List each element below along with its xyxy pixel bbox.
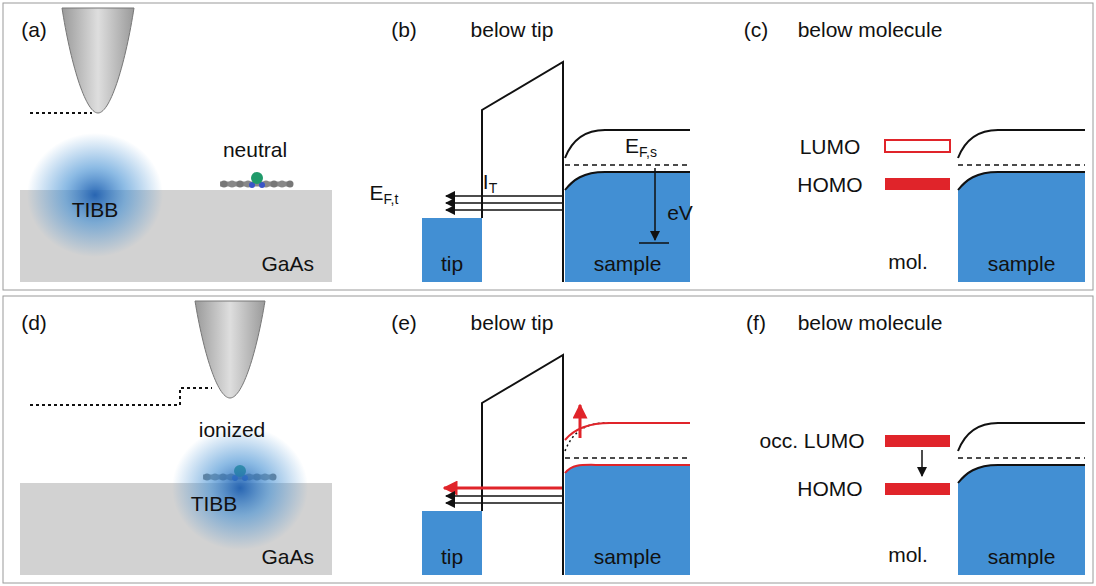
increased-current-arrow <box>444 487 562 490</box>
potential-level <box>30 112 92 114</box>
old-conduction-band <box>565 423 690 451</box>
band-bending-region <box>172 426 308 550</box>
tunnel-current-arrow <box>446 502 562 504</box>
region-label: GaAs <box>261 252 314 276</box>
valence-band-edge <box>565 465 690 473</box>
level-label: LUMO <box>800 135 861 158</box>
bias-level <box>639 242 669 244</box>
tunnel-barrier <box>482 355 563 575</box>
conduction-band <box>958 423 1085 451</box>
region-name: TIBB <box>191 492 238 515</box>
level-label: HOMO <box>797 173 862 196</box>
filled-level <box>885 483 950 495</box>
fermi-level <box>958 457 1085 459</box>
potential-level <box>30 388 212 405</box>
panel-frame <box>3 296 1093 583</box>
panel-title: below molecule <box>798 18 943 41</box>
level-label: HOMO <box>797 477 862 500</box>
fermi-level <box>565 164 690 166</box>
panel-frame <box>3 3 1093 290</box>
region-label: mol. <box>888 543 928 566</box>
tip-electrode: tip <box>422 511 482 575</box>
band-bending-region <box>27 133 163 257</box>
region-label: tip <box>441 252 463 276</box>
tunnel-current-arrow <box>446 495 562 497</box>
state-label: neutral <box>223 138 287 161</box>
conduction-band <box>958 130 1085 158</box>
tunnel-current-arrow <box>446 195 562 197</box>
fermi-level <box>958 164 1085 166</box>
bias-arrow <box>654 168 656 240</box>
panel-title: below tip <box>471 311 554 334</box>
region-label: tip <box>441 545 463 569</box>
bias-label: eV <box>667 201 693 224</box>
sample-bands: sample <box>565 458 690 575</box>
sample-bands: sample <box>958 458 1085 575</box>
panel-letter: (e) <box>391 311 417 334</box>
current-label: IT <box>483 170 497 196</box>
filled-level <box>885 435 950 447</box>
valence-band-edge <box>958 465 1085 483</box>
band-shift-arrow <box>579 405 582 438</box>
tunnel-barrier <box>482 62 563 282</box>
tunnel-current-arrow <box>446 209 562 211</box>
stm-tip <box>62 8 134 113</box>
gaas-substrate: GaAs <box>20 483 332 575</box>
level-label: occ. LUMO <box>759 429 864 452</box>
region-label: sample <box>988 545 1056 569</box>
tunnel-current-arrow <box>446 202 562 204</box>
energy-label: EF,t <box>370 181 399 207</box>
tip-electrode: tip <box>422 218 482 282</box>
conduction-band <box>565 423 690 440</box>
valence-band-edge <box>958 172 1085 190</box>
fermi-level <box>565 457 690 459</box>
molecule <box>220 172 294 188</box>
valence-band-fill <box>958 172 1085 282</box>
region-label: sample <box>594 252 662 276</box>
region-name: TIBB <box>72 198 119 221</box>
panel-title: below tip <box>471 18 554 41</box>
region-label: sample <box>988 252 1056 276</box>
valence-band-fill <box>958 465 1085 575</box>
state-label: ionized <box>199 418 266 441</box>
valence-band-fill <box>565 465 690 575</box>
panel-letter: (f) <box>746 311 766 334</box>
level-shift-arrow <box>921 450 923 476</box>
panel-letter: (a) <box>21 18 47 41</box>
valence-band-fill <box>565 172 690 282</box>
sample-bands: sample <box>958 165 1085 282</box>
panel-letter: (d) <box>21 311 47 334</box>
stm-tip <box>195 301 265 398</box>
panel-title: below molecule <box>798 311 943 334</box>
energy-label: EF,s <box>625 134 657 160</box>
gaas-substrate: GaAs <box>20 190 332 282</box>
region-label: GaAs <box>261 545 314 569</box>
panel-letter: (c) <box>744 18 769 41</box>
filled-level <box>885 178 950 190</box>
valence-band-edge <box>565 172 690 190</box>
region-label: mol. <box>888 250 928 273</box>
empty-level <box>885 140 950 152</box>
panel-letter: (b) <box>391 18 417 41</box>
conduction-band <box>565 130 690 158</box>
region-label: sample <box>594 545 662 569</box>
